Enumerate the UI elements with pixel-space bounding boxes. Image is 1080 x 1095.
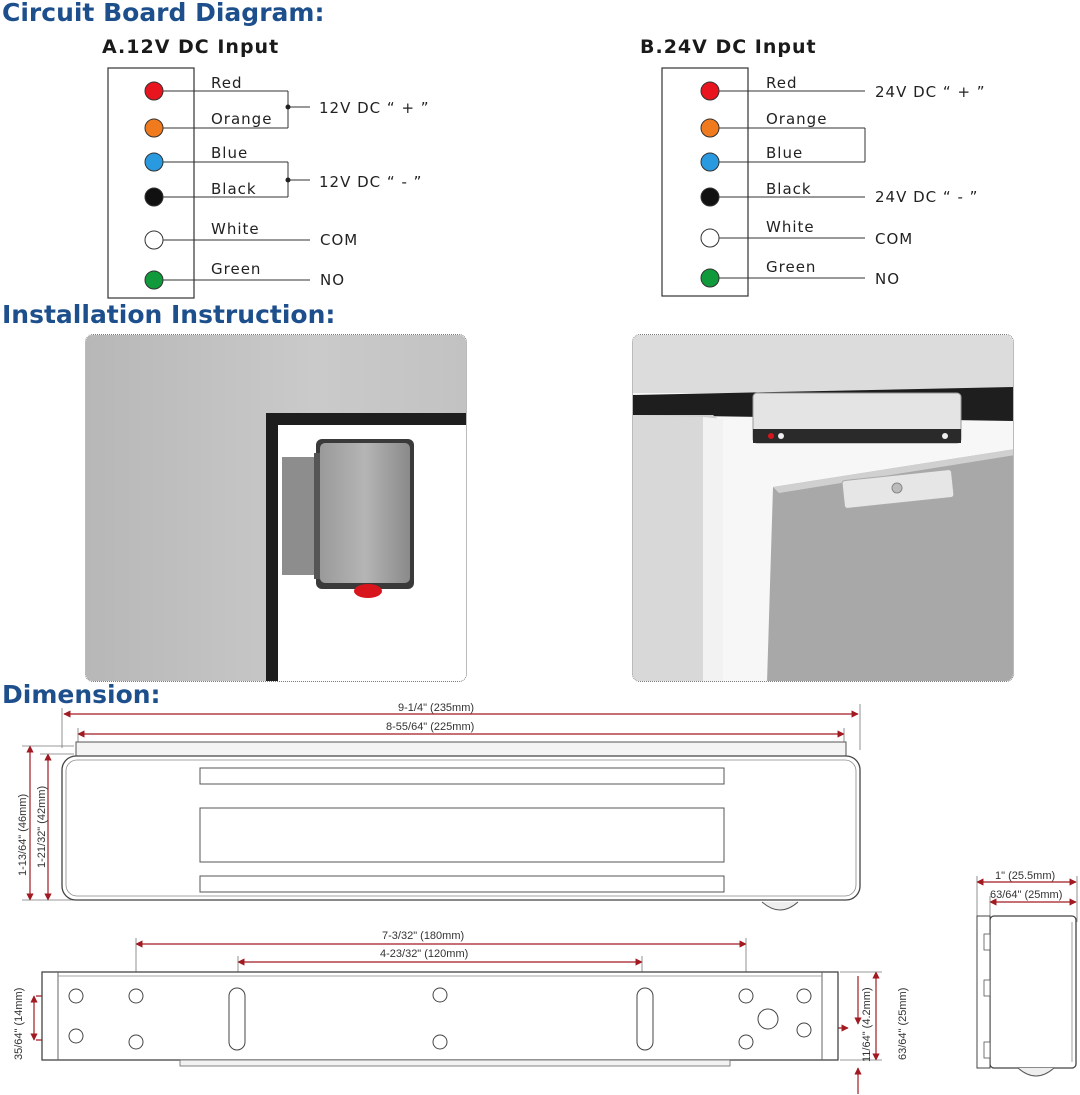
negative-output-label: 24V DC “ - ”: [875, 188, 978, 206]
dim-top-body: 8-55/64" (225mm): [386, 721, 474, 733]
positive-output-label: 24V DC “ + ”: [875, 83, 986, 101]
dimension-heading: Dimension:: [2, 680, 161, 709]
circuit-board-heading: Circuit Board Diagram:: [2, 0, 325, 27]
dim-side-body: 63/64" (25mm): [990, 889, 1062, 901]
orange-wire-dot: [144, 118, 164, 138]
dim-plate-height: 63/64" (25mm): [897, 988, 909, 1060]
circuit-a-title: A.12V DC Input: [102, 36, 280, 58]
com-output-label: COM: [875, 230, 913, 248]
green-wire-dot: [700, 268, 720, 288]
wire-label: Green: [211, 260, 261, 278]
installation-heading: Installation Instruction:: [2, 300, 336, 329]
terminal-block-a: [107, 67, 195, 299]
lock-side-view: [989, 915, 1077, 1069]
terminal-block-b: [661, 67, 749, 297]
wire-label: Black: [766, 180, 812, 198]
indicator-led: [354, 584, 382, 598]
red-wire-dot: [700, 81, 720, 101]
wire-label: Blue: [766, 144, 803, 162]
blue-wire-dot: [144, 152, 164, 172]
lock-top-strip: [75, 741, 847, 757]
installation-photo-left: [85, 334, 467, 682]
installation-photo-right: [632, 334, 1014, 682]
positive-output-label: 12V DC “ + ”: [319, 99, 430, 117]
wire-label: Red: [211, 74, 243, 92]
circuit-a-diagram: Red Orange Blue Black White Green 12V DC…: [107, 67, 430, 299]
dim-height-body: 1-21/32" (42mm): [36, 786, 48, 868]
wire-label: Orange: [211, 110, 272, 128]
dim-side-overall: 1" (25.5mm): [995, 870, 1055, 882]
orange-wire-dot: [700, 118, 720, 138]
dim-height-overall: 1-13/64" (46mm): [17, 794, 29, 876]
black-wire-dot: [144, 187, 164, 207]
wire-label: White: [211, 220, 260, 238]
dim-plate-offset: 11/64" (4.2mm): [861, 987, 873, 1062]
blue-wire-dot: [700, 152, 720, 172]
dim-hole-inner: 4-23/32" (120mm): [380, 948, 468, 960]
dim-hole-outer: 7-3/32" (180mm): [382, 930, 464, 942]
com-output-label: COM: [320, 231, 358, 249]
no-output-label: NO: [875, 270, 900, 288]
mounting-plate: [282, 457, 318, 575]
negative-output-label: 12V DC “ - ”: [319, 173, 422, 191]
circuit-b-diagram: Red Orange Blue Black White Green 24V DC…: [661, 67, 986, 297]
black-wire-dot: [700, 187, 720, 207]
dim-top-overall: 9-1/4" (235mm): [398, 702, 474, 714]
wire-label: Orange: [766, 110, 827, 128]
wire-label: Green: [766, 258, 816, 276]
wire-label: Red: [766, 74, 798, 92]
wire-label: Blue: [211, 144, 248, 162]
red-wire-dot: [144, 81, 164, 101]
green-wire-dot: [144, 270, 164, 290]
white-wire-dot: [144, 230, 164, 250]
circuit-b-title: B.24V DC Input: [640, 36, 817, 58]
no-output-label: NO: [320, 271, 345, 289]
wire-label: Black: [211, 180, 257, 198]
wire-label: White: [766, 218, 815, 236]
dimension-drawing: 9-1/4" (235mm) 8-55/64" (225mm) 1-13/64"…: [13, 702, 1078, 1094]
dim-hole-vertical: 35/64" (14mm): [13, 988, 25, 1060]
white-wire-dot: [700, 228, 720, 248]
